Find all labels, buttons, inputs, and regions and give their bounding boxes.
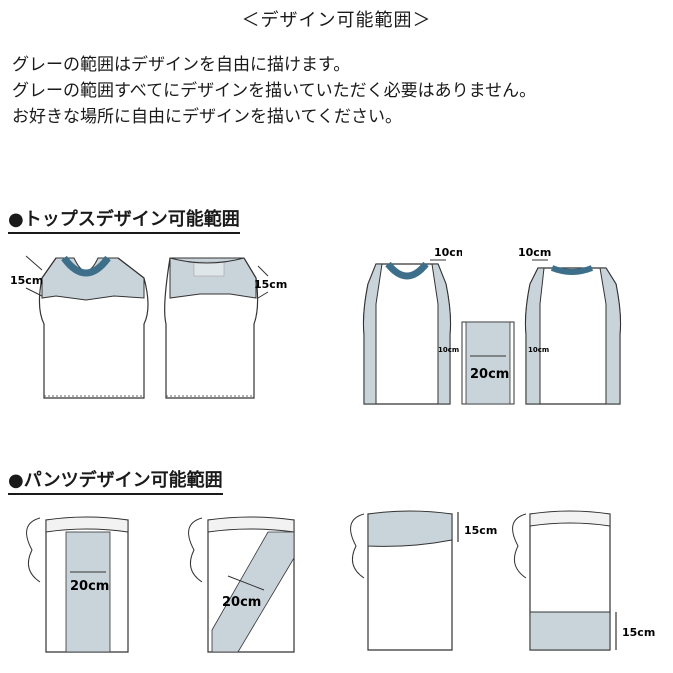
diagonal-stripe-dimension: 20cm (222, 595, 261, 610)
tops-front-side-figure: 10cm 10cm (350, 244, 462, 410)
intro-line-1: グレーの範囲はデザインを自由に描けます。 (12, 55, 351, 75)
tops-back-side-figure: 10cm 10cm (512, 244, 632, 410)
pants-section-heading: ●パンツデザイン可能範囲 (8, 466, 223, 495)
front-shoulder-dimension: 15cm (10, 274, 43, 287)
side-panel-dimension: 20cm (470, 367, 509, 382)
side-small-dimension-left: 10cm (438, 346, 459, 354)
tops-section-heading: ●トップスデザイン可能範囲 (8, 205, 240, 234)
pants-diagonal-stripe-figure: 20cm (176, 510, 300, 660)
page-title: ＜デザイン可能範囲＞ (241, 10, 432, 31)
intro-text: グレーの範囲はデザインを自由に描けます。 グレーの範囲すべてにデザインを描いてい… (12, 52, 667, 130)
back-shoulder-dimension: 15cm (254, 278, 287, 291)
pants-waist-band-figure: 15cm (340, 500, 500, 660)
intro-line-3: お好きな場所に自由にデザインを描いてください。 (12, 107, 402, 127)
tops-front-shoulder-figure: 15cm (6, 248, 158, 408)
intro-line-2: グレーの範囲すべてにデザインを描いていただく必要はありません。 (12, 81, 537, 101)
vertical-stripe-dimension: 20cm (70, 579, 109, 594)
tops-back-shoulder-figure: 15cm (150, 248, 302, 408)
pants-vertical-stripe-figure: 20cm (16, 510, 136, 660)
pants-hem-band-figure: 15cm (500, 500, 670, 670)
side-small-dimension-right: 10cm (528, 346, 549, 354)
side-back-dimension: 10cm (518, 246, 551, 259)
tops-side-panel-figure: 20cm (460, 320, 516, 406)
waist-band-dimension: 15cm (464, 524, 497, 537)
side-front-dimension: 10cm (434, 246, 462, 259)
hem-band-dimension: 15cm (622, 626, 655, 639)
